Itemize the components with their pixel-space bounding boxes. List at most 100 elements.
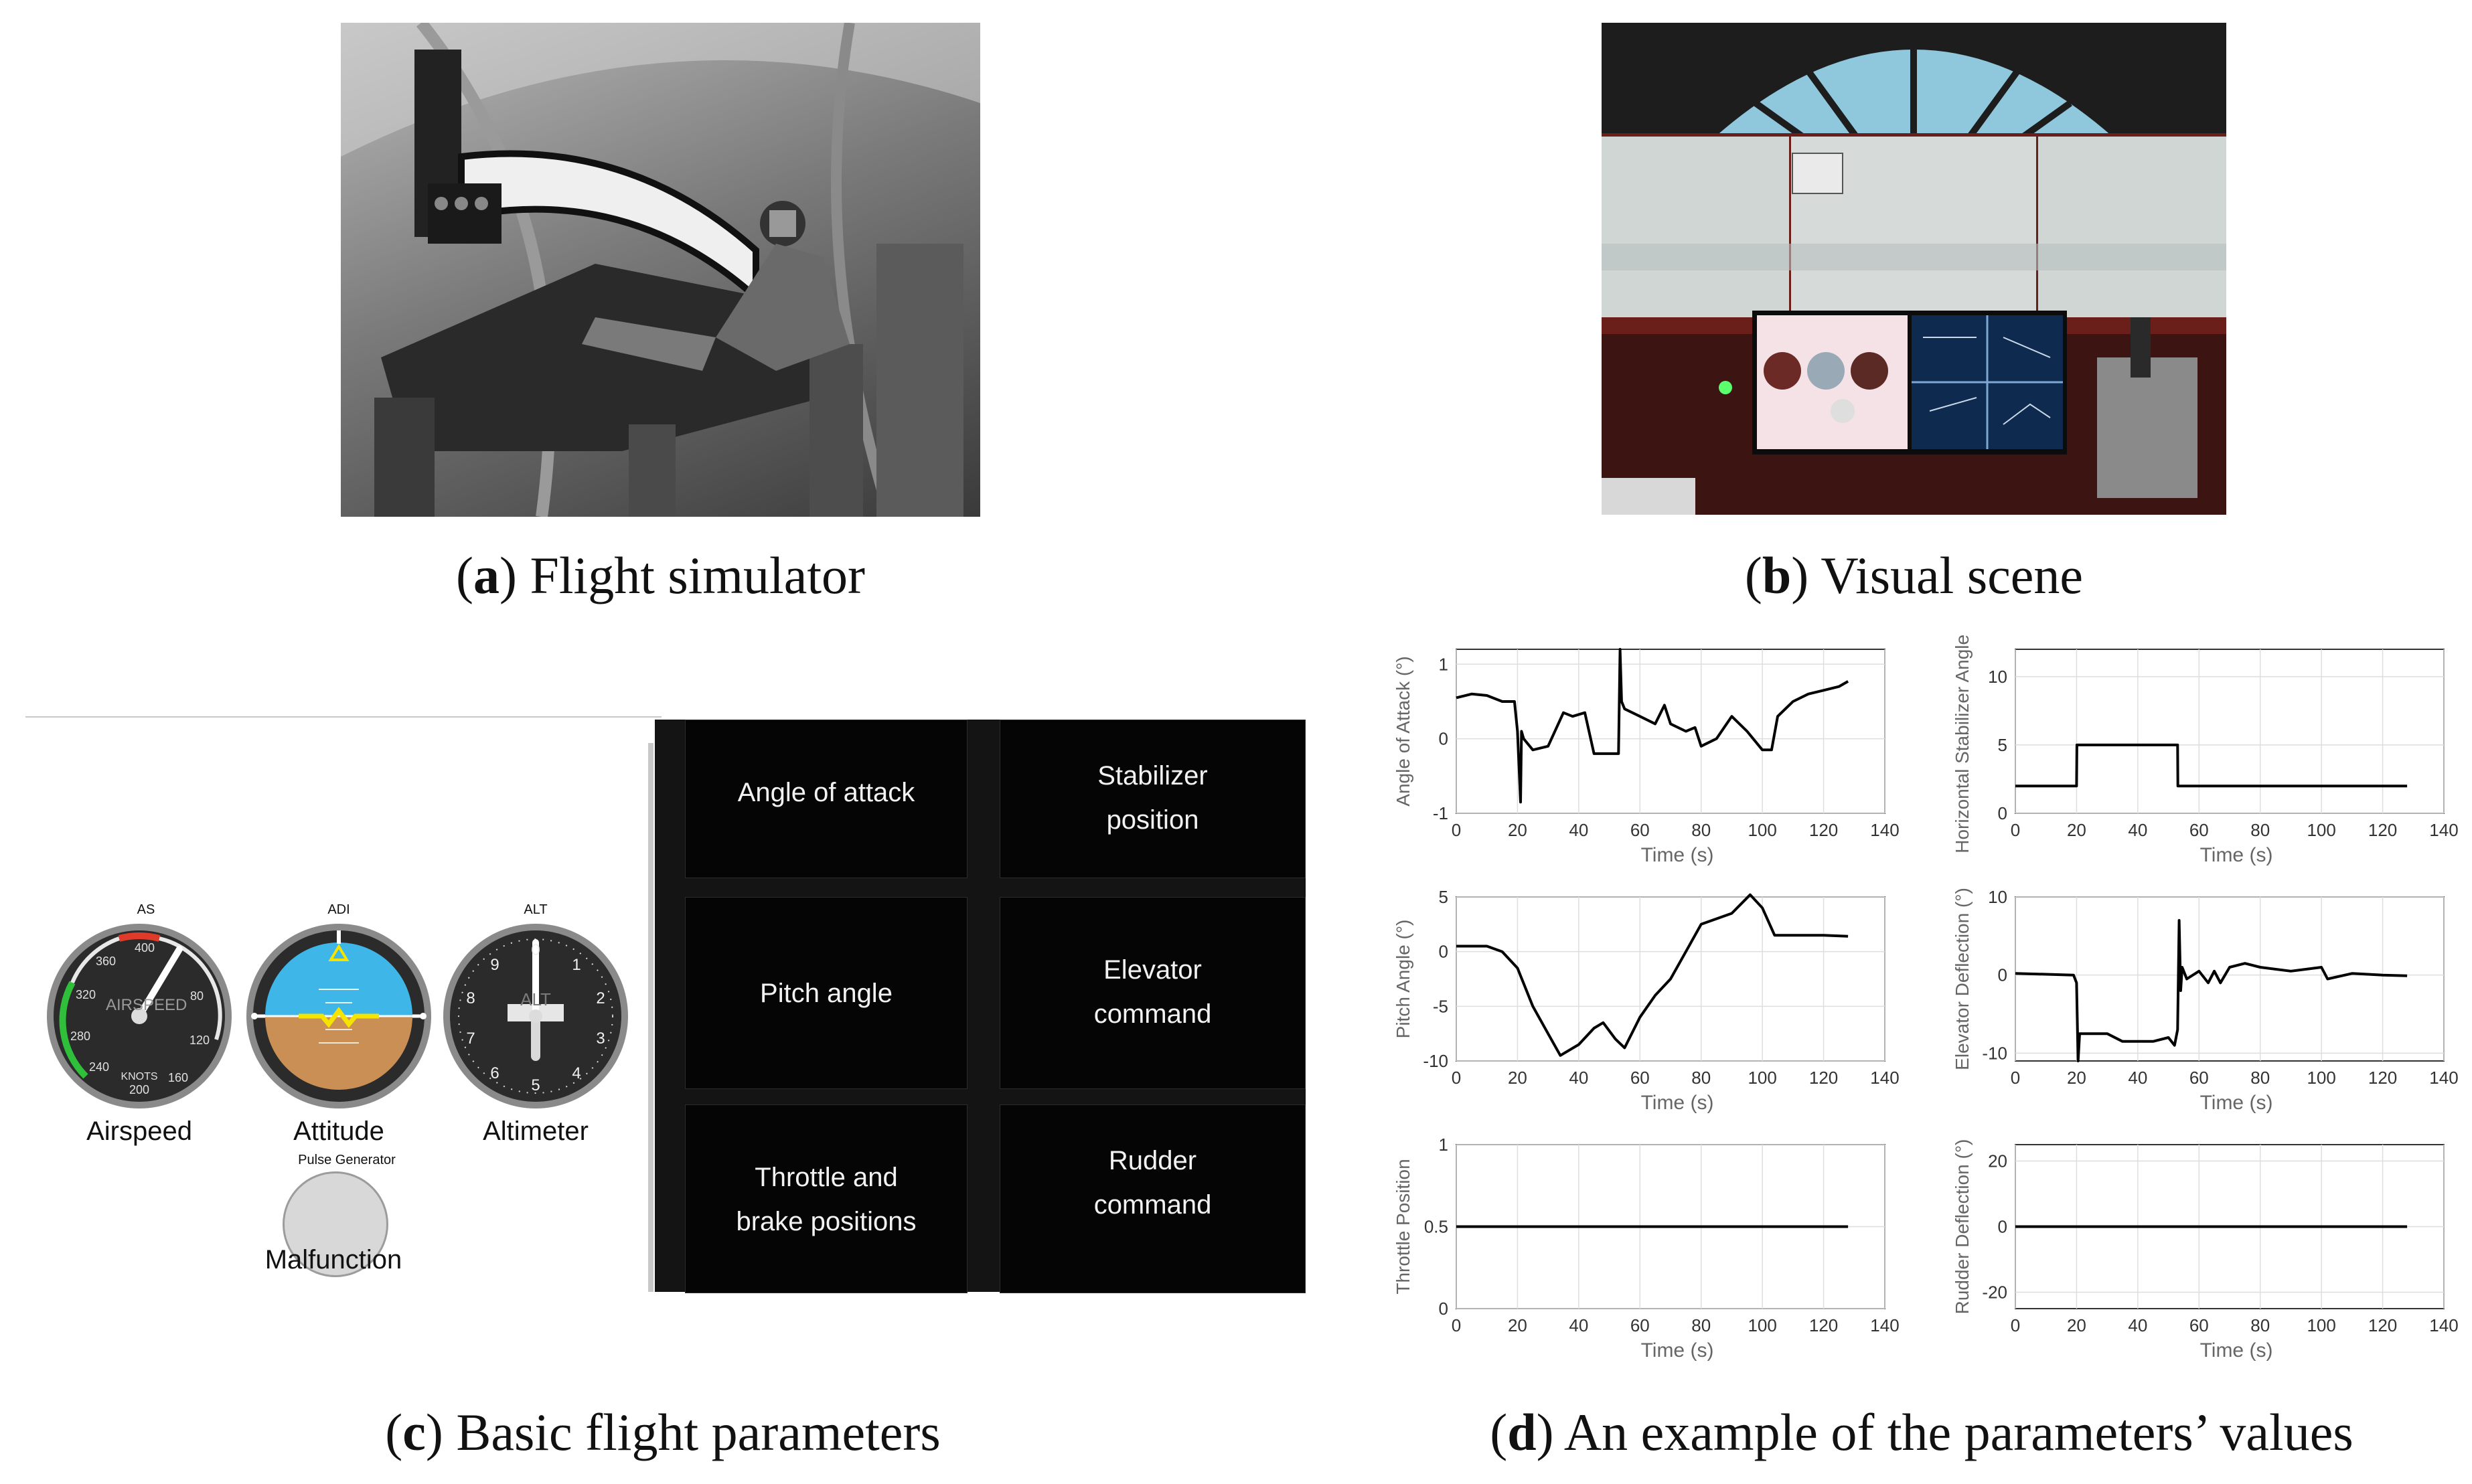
altimeter-face-text: ALT — [520, 989, 551, 1009]
x-tick-label: 140 — [1870, 820, 1899, 840]
x-tick-label: 40 — [2128, 820, 2147, 840]
scope-label-elevator-line1: Elevator — [1103, 955, 1202, 985]
visual-scene-illustration — [1602, 23, 2226, 515]
x-tick-label: 40 — [2128, 1315, 2147, 1335]
y-axis-label: Throttle Position — [1393, 1159, 1413, 1294]
y-tick-label: -10 — [1982, 1043, 2007, 1063]
airspeed-face-text: AIRSPEED — [106, 996, 187, 1014]
x-tick-label: 80 — [2250, 1315, 2270, 1335]
y-axis-label: Elevator Deflection (°) — [1952, 888, 1973, 1070]
x-axis-label: Time (s) — [2200, 1339, 2273, 1362]
series-line — [1456, 648, 1849, 804]
altimeter-tick-5: 5 — [531, 1076, 540, 1094]
airspeed-tick-280: 280 — [70, 1029, 91, 1043]
y-tick-label: 0 — [1439, 729, 1448, 749]
altimeter-tick-3: 3 — [596, 1029, 605, 1048]
y-tick-label: -5 — [1433, 996, 1448, 1016]
plot-frame — [2015, 649, 2445, 814]
scope-label-throttle-line2: brake positions — [736, 1207, 917, 1236]
attitude-gauge — [245, 922, 433, 1110]
y-tick-label: 5 — [1439, 887, 1448, 907]
x-tick-label: 0 — [2011, 1068, 2020, 1088]
airspeed-tick-200: 200 — [129, 1083, 150, 1096]
scope-cell-throttle: Throttle and brake positions — [685, 1104, 968, 1293]
y-tick-label: 0 — [1998, 1217, 2007, 1237]
x-tick-label: 80 — [2250, 820, 2270, 840]
y-axis-label: Angle of Attack (°) — [1393, 656, 1413, 806]
x-tick-label: 40 — [1569, 1068, 1588, 1088]
x-tick-label: 40 — [1569, 820, 1588, 840]
altimeter-tick-1: 1 — [572, 956, 581, 974]
x-tick-label: 0 — [2011, 1315, 2020, 1335]
x-tick-label: 80 — [1691, 1315, 1711, 1335]
x-tick-label: 120 — [2368, 820, 2397, 840]
x-tick-label: 100 — [2307, 1068, 2335, 1088]
x-tick-label: 80 — [1691, 820, 1711, 840]
scope-label-angle-of-attack: Angle of attack — [737, 778, 915, 807]
scope-cell-pitch-angle: Pitch angle — [685, 897, 968, 1089]
airspeed-tick-80: 80 — [189, 989, 204, 1003]
y-tick-label: 1 — [1439, 1135, 1448, 1155]
airspeed-gauge-top-label: AS — [137, 902, 155, 917]
x-tick-label: 0 — [1452, 1315, 1461, 1335]
altimeter-tick-6: 6 — [490, 1064, 499, 1082]
y-tick-label: 10 — [1988, 667, 2007, 687]
scope-scrollbar[interactable] — [648, 743, 653, 1292]
x-tick-label: 0 — [2011, 820, 2020, 840]
airspeed-tick-320: 320 — [75, 988, 96, 1001]
plot-frame — [1456, 649, 1885, 814]
airspeed-gauge: AIRSPEED KNOTS 400 360 320 280 240 200 1… — [46, 922, 233, 1110]
x-tick-label: 60 — [2189, 1068, 2209, 1088]
airspeed-unit: KNOTS — [121, 1071, 158, 1082]
airspeed-tick-160: 160 — [167, 1071, 189, 1084]
scope-label-stabilizer-line1: Stabilizer — [1097, 761, 1208, 791]
altimeter-tick-9: 9 — [490, 956, 499, 974]
x-tick-label: 140 — [2429, 1315, 2458, 1335]
x-tick-label: 100 — [2307, 1315, 2335, 1335]
scope-label-throttle-line1: Throttle and — [755, 1163, 898, 1192]
airspeed-tick-240: 240 — [88, 1060, 110, 1074]
x-tick-label: 20 — [2067, 820, 2086, 840]
scope-label-rudder-line1: Rudder — [1108, 1146, 1197, 1175]
airspeed-tick-400: 400 — [134, 941, 155, 955]
y-tick-label: -20 — [1982, 1283, 2007, 1303]
x-tick-label: 20 — [1508, 820, 1527, 840]
x-axis-label: Time (s) — [1641, 1339, 1714, 1362]
x-tick-label: 20 — [2067, 1315, 2086, 1335]
x-tick-label: 100 — [1748, 1315, 1776, 1335]
x-tick-label: 40 — [2128, 1068, 2147, 1088]
airspeed-tick-360: 360 — [95, 955, 117, 968]
altimeter-tick-8: 8 — [466, 989, 475, 1007]
malfunction-button[interactable] — [283, 1171, 388, 1277]
x-axis-label: Time (s) — [1641, 844, 1714, 866]
airspeed-tick-120: 120 — [189, 1034, 210, 1047]
y-axis-label: Rudder Deflection (°) — [1952, 1139, 1973, 1315]
x-tick-label: 80 — [2250, 1068, 2270, 1088]
altimeter-label: Altimeter — [483, 1117, 589, 1146]
basic-flight-parameters-panel: AS AIRSPEED KNOTS 400 360 320 280 240 20… — [25, 716, 1306, 1293]
scope-cell-rudder: Rudder command — [1000, 1104, 1306, 1293]
y-tick-label: -1 — [1433, 803, 1448, 823]
series-line — [1456, 893, 1849, 1057]
x-tick-label: 20 — [1508, 1068, 1527, 1088]
y-tick-label: 10 — [1988, 887, 2007, 907]
series-line — [2015, 743, 2408, 788]
y-tick-label: 0 — [1998, 965, 2007, 985]
x-tick-label: 60 — [1630, 820, 1650, 840]
x-tick-label: 100 — [1748, 1068, 1776, 1088]
x-tick-label: 100 — [1748, 820, 1776, 840]
scope-label-elevator-line2: command — [1093, 999, 1212, 1029]
y-axis-label: Horizontal Stabilizer Angle (°) — [1952, 629, 1973, 853]
scope-display: Angle of attack Stabilizer position Pitc… — [655, 720, 1306, 1293]
y-tick-label: 0 — [1439, 942, 1448, 962]
x-tick-label: 60 — [2189, 1315, 2209, 1335]
x-tick-label: 20 — [1508, 1315, 1527, 1335]
scope-cell-elevator: Elevator command — [1000, 897, 1306, 1089]
y-tick-label: 0.5 — [1424, 1217, 1448, 1237]
y-tick-label: 0 — [1998, 803, 2007, 823]
